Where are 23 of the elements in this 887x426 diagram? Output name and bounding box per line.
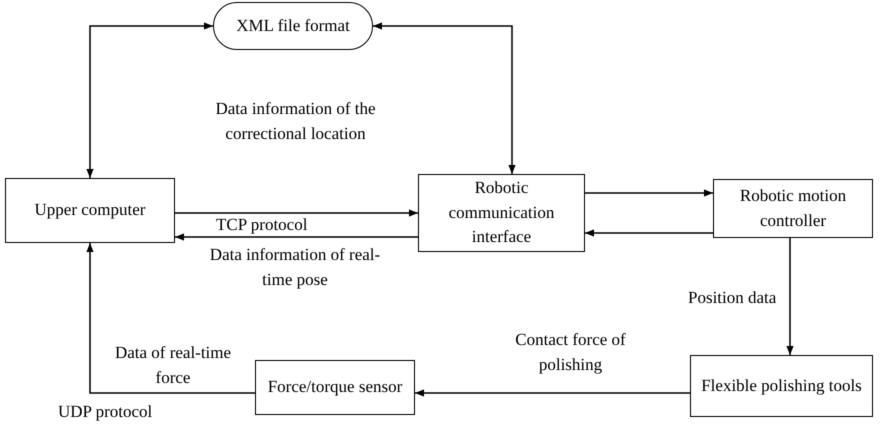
process-box	[690, 355, 873, 417]
terminator-shape	[213, 2, 373, 50]
node-text: Force/torque sensor	[268, 376, 402, 398]
process-box	[713, 179, 873, 238]
process-box	[418, 174, 585, 252]
arrow	[415, 389, 690, 397]
protocol-label: TCP protocol	[216, 215, 308, 236]
node-text: XML file format	[236, 14, 350, 37]
arrow	[86, 22, 213, 178]
process-box	[5, 178, 175, 243]
node-text: Robotic communication interface	[448, 177, 556, 248]
arrow	[86, 243, 255, 394]
protocol-label: UDP protocol	[58, 402, 152, 422]
process-box	[255, 360, 415, 415]
node-text: Upper computer	[34, 199, 146, 222]
arrow	[373, 22, 516, 174]
arrow	[585, 229, 713, 237]
arrow	[786, 238, 794, 355]
arrow	[175, 209, 418, 217]
node-text: Robotic motion controller	[738, 184, 848, 232]
arrow	[585, 189, 713, 197]
arrow	[175, 233, 418, 241]
node-text: Flexible polishing tools	[701, 374, 862, 397]
